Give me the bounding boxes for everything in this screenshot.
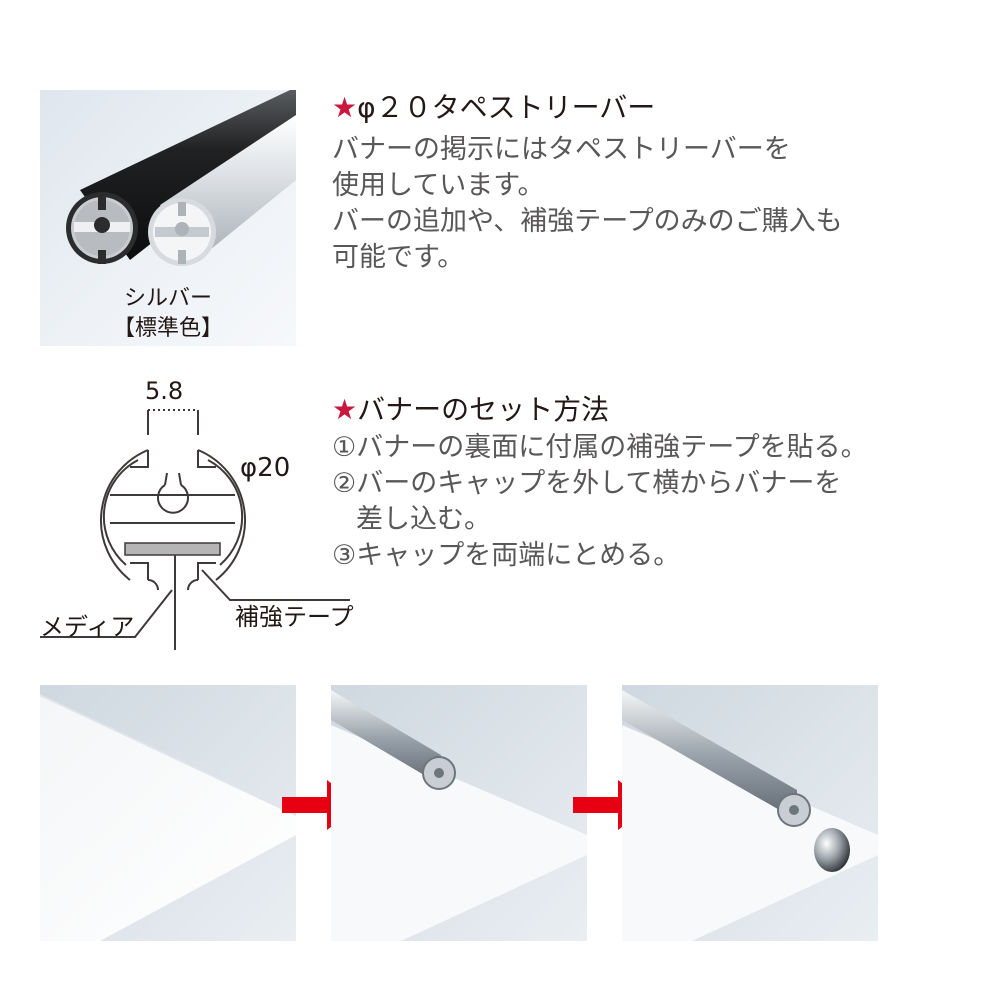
product-photo: シルバー 【標準色】 — [40, 90, 296, 346]
section1-title: φ２０タペストリーバー — [357, 91, 656, 124]
description-line: バナーの掲示にはタペストリーバーを — [332, 134, 791, 165]
step3-photo — [622, 685, 878, 941]
description-line: 可能です。 — [332, 242, 465, 273]
description-line: バーの追加や、補強テープのみのご購入も — [332, 206, 843, 237]
step2-photo — [331, 685, 587, 941]
media-label: メディア — [40, 613, 135, 641]
star-icon: ★ — [332, 91, 358, 124]
section1-heading: ★φ２０タペストリーバー — [332, 86, 655, 126]
standard-color-caption: 【標準色】 — [112, 316, 223, 341]
tapestry-bar-image — [66, 90, 296, 266]
reinforcement-tape-label: 補強テープ — [235, 603, 354, 631]
section1-description: バナーの掲示にはタペストリーバーを 使用しています。 バーの追加や、補強テープの… — [332, 132, 843, 276]
dimension-diameter-label: φ20 — [240, 453, 291, 483]
setup-steps: ①バナーの裏面に付属の補強テープを貼る。 ②バーのキャップを外して横からバナーを… — [332, 430, 868, 574]
bar-profile-drawing — [40, 409, 350, 650]
description-line: 使用しています。 — [332, 170, 545, 201]
section2-title: バナーのセット方法 — [357, 393, 610, 426]
step-item: ②バーのキャップを外して横からバナーを — [332, 468, 842, 499]
dimension-width-label: 5.8 — [145, 377, 184, 405]
cross-section-diagram: 5.8 φ20 メディア 補強テープ — [30, 375, 390, 665]
step-item: ③キャップを両端にとめる。 — [332, 540, 681, 571]
color-caption: シルバー — [123, 286, 212, 311]
star-icon: ★ — [332, 393, 358, 426]
step1-photo — [40, 685, 296, 941]
step-item: ①バナーの裏面に付属の補強テープを貼る。 — [332, 432, 868, 463]
step-item: 差し込む。 — [356, 504, 491, 535]
section2-heading: ★バナーのセット方法 — [332, 388, 609, 428]
